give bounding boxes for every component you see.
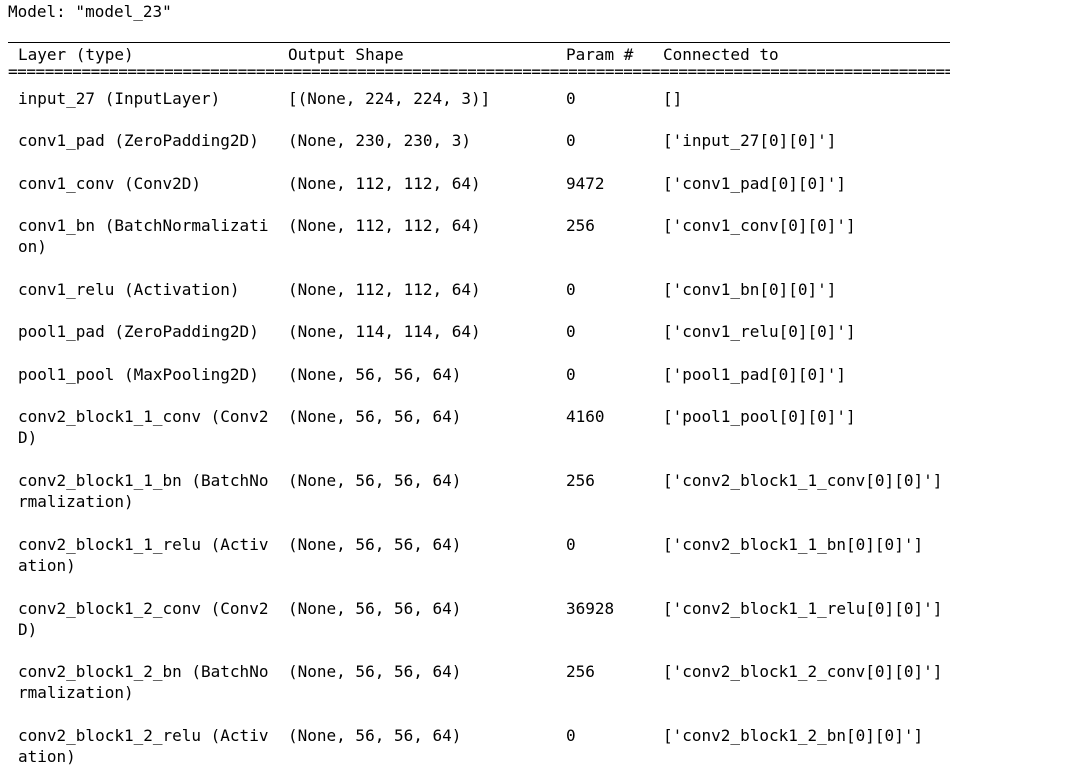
param-count-cell: 256 bbox=[566, 216, 595, 235]
output-shape-cell: [(None, 224, 224, 3)] bbox=[288, 89, 491, 108]
param-count-cell: 0 bbox=[566, 280, 576, 299]
param-count-cell: 0 bbox=[566, 365, 576, 384]
output-shape-cell: (None, 112, 112, 64) bbox=[288, 280, 481, 299]
param-count-cell: 0 bbox=[566, 726, 576, 745]
connected-to-cell: ['conv1_conv[0][0]'] bbox=[663, 216, 856, 235]
connected-to-cell: ['pool1_pool[0][0]'] bbox=[663, 407, 856, 426]
output-shape-cell: (None, 56, 56, 64) bbox=[288, 407, 462, 426]
layer-name-cell: conv1_relu (Activation) bbox=[18, 280, 240, 299]
layer-name-cell: conv2_block1_2_bn (BatchNo rmalization) bbox=[18, 662, 269, 702]
layer-name-cell: conv2_block1_1_bn (BatchNo rmalization) bbox=[18, 471, 269, 511]
output-shape-cell: (None, 114, 114, 64) bbox=[288, 322, 481, 341]
layer-name-cell: conv2_block1_2_relu (Activ ation) bbox=[18, 726, 269, 766]
connected-to-cell: ['input_27[0][0]'] bbox=[663, 131, 837, 150]
connected-to-cell: [] bbox=[663, 89, 683, 108]
connected-to-cell: ['conv2_block1_1_relu[0][0]'] bbox=[663, 599, 943, 618]
output-shape-cell: (None, 56, 56, 64) bbox=[288, 365, 462, 384]
connected-to-cell: ['conv2_block1_2_conv[0][0]'] bbox=[663, 662, 943, 681]
model-title: Model: "model_23" bbox=[8, 2, 172, 21]
output-shape-cell: (None, 56, 56, 64) bbox=[288, 599, 462, 618]
param-count-cell: 0 bbox=[566, 131, 576, 150]
layer-name-cell: conv1_conv (Conv2D) bbox=[18, 174, 202, 193]
header-param-count: Param # bbox=[566, 45, 634, 64]
output-shape-cell: (None, 56, 56, 64) bbox=[288, 662, 462, 681]
param-count-cell: 36928 bbox=[566, 599, 615, 618]
param-count-cell: 0 bbox=[566, 89, 576, 108]
output-shape-cell: (None, 56, 56, 64) bbox=[288, 535, 462, 554]
param-count-cell: 0 bbox=[566, 535, 576, 554]
layer-name-cell: pool1_pad (ZeroPadding2D) bbox=[18, 322, 259, 341]
output-shape-cell: (None, 112, 112, 64) bbox=[288, 174, 481, 193]
param-count-cell: 9472 bbox=[566, 174, 605, 193]
connected-to-cell: ['pool1_pad[0][0]'] bbox=[663, 365, 847, 384]
layer-name-cell: conv1_pad (ZeroPadding2D) bbox=[18, 131, 259, 150]
output-shape-cell: (None, 56, 56, 64) bbox=[288, 471, 462, 490]
connected-to-cell: ['conv1_bn[0][0]'] bbox=[663, 280, 837, 299]
connected-to-cell: ['conv2_block1_1_bn[0][0]'] bbox=[663, 535, 924, 554]
layer-name-cell: pool1_pool (MaxPooling2D) bbox=[18, 365, 259, 384]
connected-to-cell: ['conv2_block1_1_conv[0][0]'] bbox=[663, 471, 943, 490]
layer-name-cell: input_27 (InputLayer) bbox=[18, 89, 221, 108]
layer-name-cell: conv1_bn (BatchNormalizati on) bbox=[18, 216, 269, 256]
param-count-cell: 0 bbox=[566, 322, 576, 341]
output-shape-cell: (None, 56, 56, 64) bbox=[288, 726, 462, 745]
layer-name-cell: conv2_block1_1_relu (Activ ation) bbox=[18, 535, 269, 575]
param-count-cell: 256 bbox=[566, 471, 595, 490]
header-layer-type: Layer (type) bbox=[18, 45, 134, 64]
connected-to-cell: ['conv2_block1_2_bn[0][0]'] bbox=[663, 726, 924, 745]
header-top-rule bbox=[8, 42, 950, 43]
connected-to-cell: ['conv1_pad[0][0]'] bbox=[663, 174, 847, 193]
header-output-shape: Output Shape bbox=[288, 45, 404, 64]
param-count-cell: 256 bbox=[566, 662, 595, 681]
output-shape-cell: (None, 230, 230, 3) bbox=[288, 131, 472, 150]
layer-name-cell: conv2_block1_1_conv (Conv2 D) bbox=[18, 407, 269, 447]
output-shape-cell: (None, 112, 112, 64) bbox=[288, 216, 481, 235]
header-connected-to: Connected to bbox=[663, 45, 779, 64]
header-separator: ========================================… bbox=[8, 65, 950, 79]
layer-name-cell: conv2_block1_2_conv (Conv2 D) bbox=[18, 599, 269, 639]
param-count-cell: 4160 bbox=[566, 407, 605, 426]
connected-to-cell: ['conv1_relu[0][0]'] bbox=[663, 322, 856, 341]
